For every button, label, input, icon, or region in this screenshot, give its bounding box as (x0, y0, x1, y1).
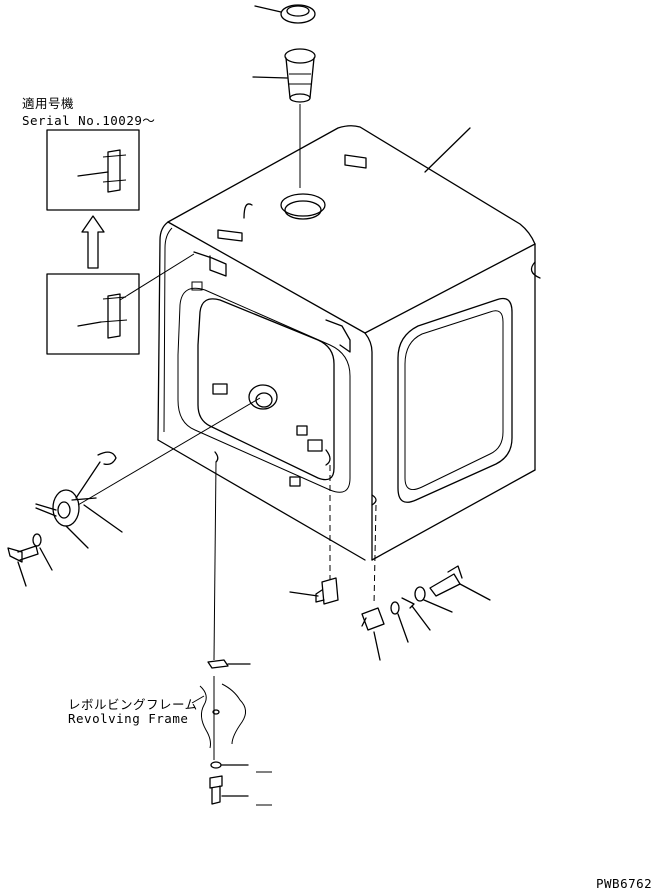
drain-line-center (191, 461, 251, 805)
drawing-number: PWB6762 (596, 876, 653, 891)
fuel-cap (254, 4, 316, 24)
inset-old (46, 253, 195, 355)
frame-label-en: Revolving Frame (68, 711, 189, 726)
fuel-tank (157, 125, 541, 561)
serial-label-jp: 適用号機 (22, 96, 75, 111)
tank-leader (424, 127, 471, 173)
serial-label-en: Serial No.10029～ (22, 113, 156, 128)
inset-new (46, 129, 140, 211)
frame-label-jp: レボルビングフレーム (68, 697, 198, 712)
strainer (252, 48, 316, 188)
level-gauge (7, 397, 261, 587)
inset-arrow (81, 215, 105, 269)
drain-valve-right (361, 504, 491, 661)
drain-valve-middle (289, 465, 339, 605)
